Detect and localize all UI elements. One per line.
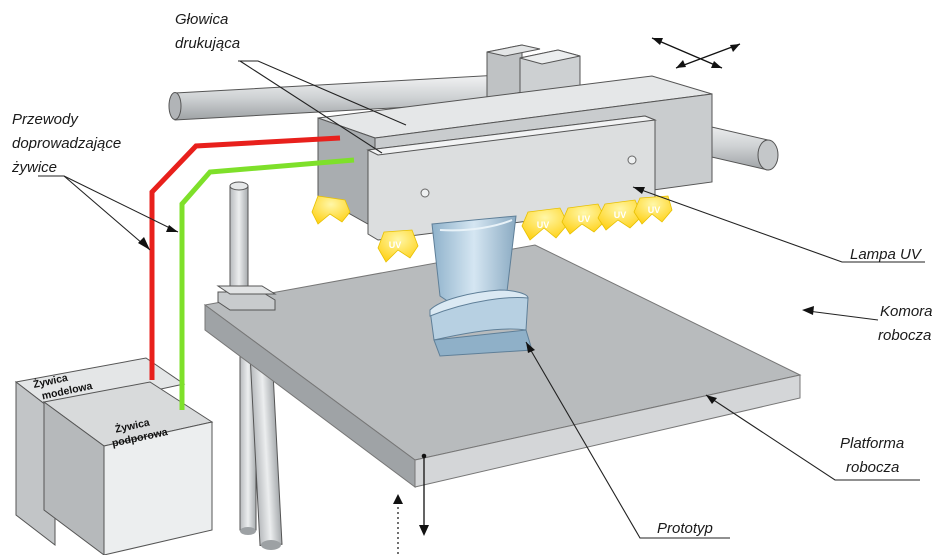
platform-leader	[705, 394, 920, 481]
resin-tanks: Żywica modelowa Żywica podporowa	[14, 357, 214, 555]
resin-lines-leader	[63, 175, 179, 233]
print-head-leader	[239, 60, 383, 154]
uv-glow	[311, 195, 351, 225]
uv-glow: UV	[597, 199, 643, 231]
leader-lines	[38, 60, 925, 539]
uv-lamps: UV UV UV UV UV	[311, 195, 673, 263]
platform-reference-point	[421, 453, 427, 459]
print-head-leader	[238, 60, 407, 126]
uv-text: UV	[578, 214, 591, 224]
uv-text: UV	[537, 220, 550, 230]
resin-feed-lines	[149, 135, 355, 410]
platform-label: Platforma robocza	[840, 435, 908, 476]
uv-lamp-leader	[632, 186, 925, 263]
uv-glow: UV	[377, 229, 419, 263]
uv-glow: UV	[633, 195, 673, 225]
model-resin-line	[149, 135, 341, 380]
chamber-leader	[807, 310, 879, 321]
uv-lamp-label: Lampa UV	[850, 246, 923, 263]
head-motion-arrows	[651, 37, 741, 69]
uv-glow: UV	[561, 203, 607, 235]
uv-text: UV	[614, 210, 627, 220]
work-platform	[203, 244, 802, 488]
prototype-label: Prototyp	[657, 520, 713, 537]
labels: Głowica drukująca Przewody doprowadzając…	[11, 11, 937, 537]
uv-text: UV	[648, 205, 661, 215]
uv-text: UV	[389, 240, 402, 250]
platform-motion-arrows	[393, 458, 429, 555]
resin-lines-leader	[38, 175, 151, 251]
uv-glow: UV	[521, 207, 569, 241]
print-head-label: Głowica drukująca	[175, 11, 240, 52]
prototype-leader	[525, 341, 730, 539]
prototype-part	[429, 215, 533, 357]
resin-lines-label: Przewody doprowadzające żywice	[11, 111, 125, 176]
chamber-label: Komora robocza	[878, 303, 937, 344]
guide-post	[216, 181, 277, 311]
support-resin-line	[179, 157, 355, 410]
